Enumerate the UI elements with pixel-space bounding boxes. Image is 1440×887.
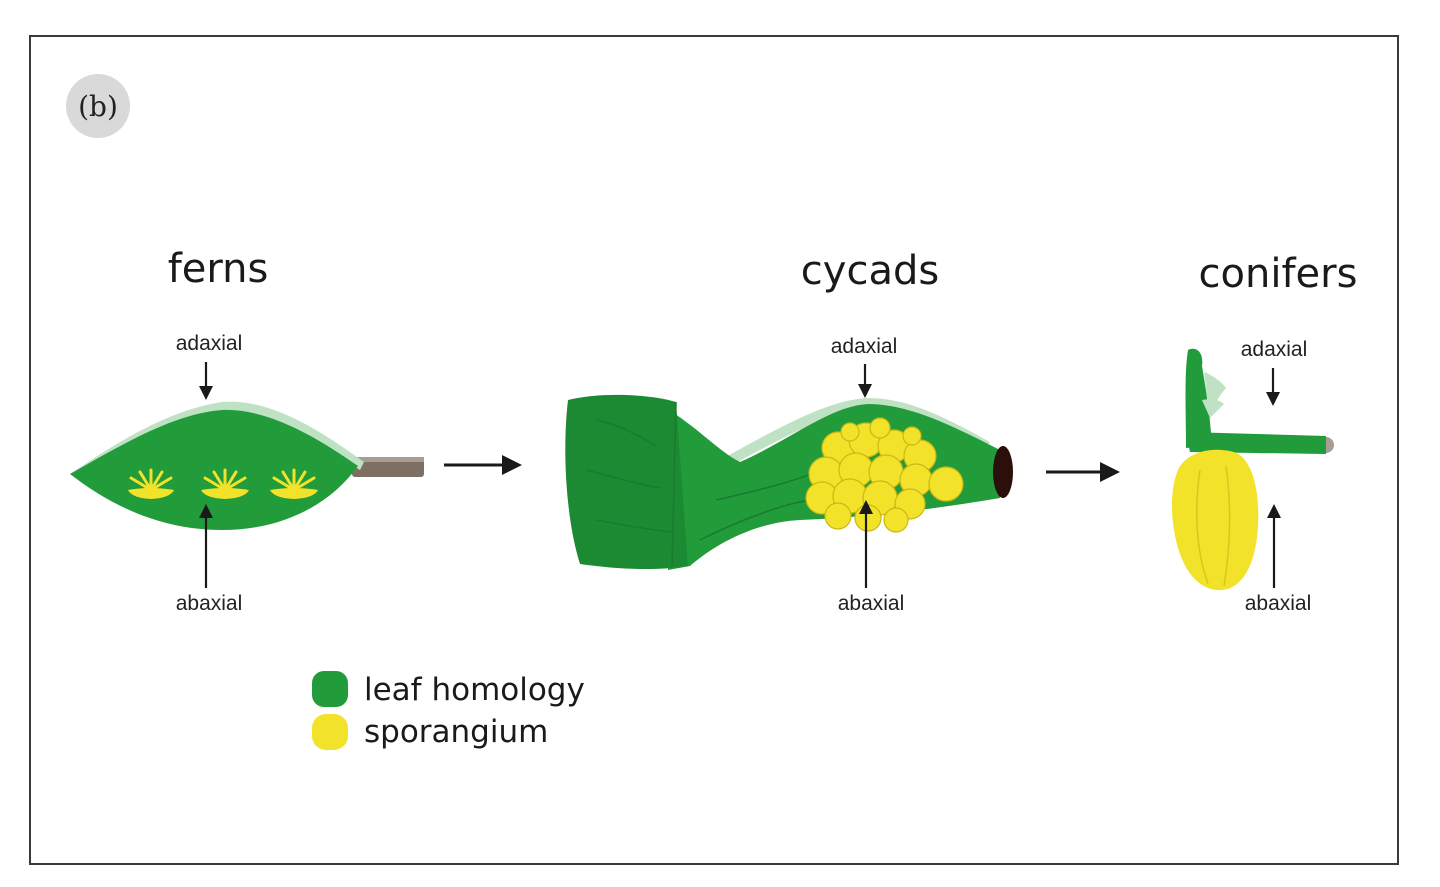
legend-item-leaf-homology: leaf homology [312, 671, 585, 708]
transition-arrow-ferns-cycads [444, 455, 522, 475]
legend-label-leaf: leaf homology [364, 672, 585, 708]
ferns-abaxial-arrow [199, 504, 213, 588]
cycads-abaxial-arrow [859, 500, 873, 588]
cycads-group: cycads adaxial [565, 248, 1013, 615]
conifers-title: conifers [1199, 251, 1358, 297]
conifers-adaxial-arrow [1266, 368, 1280, 406]
conifers-abaxial-label: abaxial [1245, 592, 1312, 615]
legend-label-sporangium: sporangium [364, 714, 548, 750]
ferns-adaxial-label: adaxial [176, 332, 243, 355]
ferns-group: ferns adaxial [70, 246, 424, 615]
ferns-abaxial-label: abaxial [176, 592, 243, 615]
conifers-sporangium [1171, 449, 1259, 591]
legend-swatch-sporangium [312, 714, 348, 750]
cycads-stalk-end [993, 446, 1013, 498]
cycads-title: cycads [801, 248, 939, 294]
cycads-sporangia-cluster [805, 417, 964, 533]
conifers-leaf [1185, 348, 1334, 454]
legend-item-sporangium: sporangium [312, 714, 548, 750]
ferns-adaxial-arrow [199, 362, 213, 400]
ferns-title: ferns [168, 246, 269, 292]
panel-badge: (b) [66, 74, 130, 138]
transition-arrow-cycads-conifers [1046, 462, 1120, 482]
conifers-group: conifers adaxial abaxial [1171, 251, 1358, 615]
ferns-sporangium-3 [270, 468, 318, 499]
panel-label: (b) [78, 90, 118, 123]
ferns-sporangium-2 [201, 468, 249, 499]
legend-swatch-leaf [312, 671, 348, 707]
conifers-adaxial-label: adaxial [1241, 338, 1308, 361]
ferns-leaf [70, 401, 424, 530]
cycads-adaxial-label: adaxial [831, 335, 898, 358]
legend: leaf homology sporangium [312, 671, 585, 750]
cycads-adaxial-arrow [858, 364, 872, 398]
cycads-abaxial-label: abaxial [838, 592, 905, 615]
conifers-abaxial-arrow [1267, 504, 1281, 588]
ferns-sporangium-1 [128, 468, 174, 499]
